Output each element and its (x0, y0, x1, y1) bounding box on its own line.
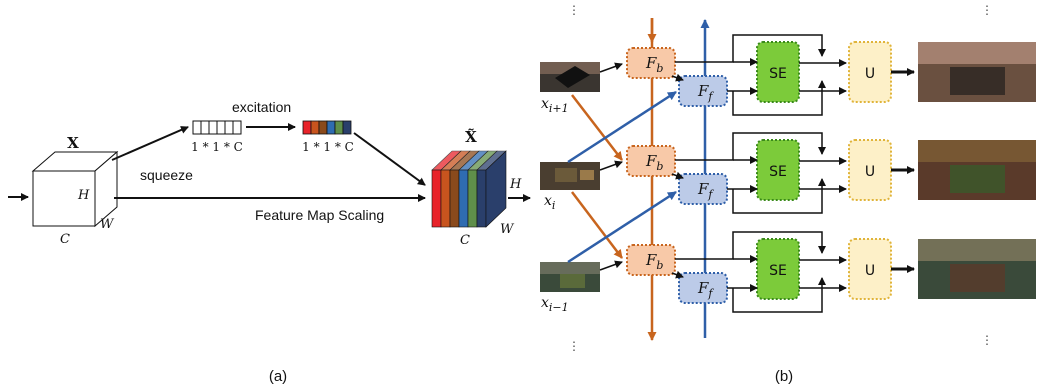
frame-i-plus-1 (540, 62, 600, 92)
squeeze-arrow (111, 126, 189, 161)
svg-text:⋮: ⋮ (568, 339, 580, 353)
u-node (848, 238, 892, 300)
u-node (848, 41, 892, 103)
se-node (756, 41, 800, 103)
scaling-label: Feature Map Scaling (255, 207, 384, 223)
excitation-label: excitation (232, 99, 291, 115)
output-channel (431, 169, 442, 228)
excitation-channel (302, 120, 312, 135)
ff-node (678, 272, 728, 304)
se-node (756, 238, 800, 300)
continuation-dots: ⋮ ⋮ ⋮ ⋮ (568, 3, 993, 353)
output-dim-c: C (460, 233, 470, 248)
u-node-label: U (865, 164, 875, 180)
ff-node (678, 75, 728, 107)
output-channel (449, 169, 460, 228)
u-node (848, 139, 892, 201)
frame-label-i-plus-1: xi+1 (541, 96, 569, 115)
se-node-label: SE (769, 263, 787, 279)
squeeze-vector (192, 120, 242, 135)
output-dim-w: W (500, 222, 515, 237)
input-dim-c: C (60, 232, 70, 247)
u-node-label: U (865, 66, 875, 82)
squeeze-vector-label: 1 * 1 * C (191, 140, 243, 154)
se-node (756, 139, 800, 201)
output-channel (467, 169, 478, 228)
frame-i-minus-1 (540, 262, 600, 292)
output-channel (476, 169, 487, 228)
output-label: X̃ (465, 128, 477, 146)
frame-to-fb-1 (599, 62, 623, 73)
frame-to-fb-2 (599, 160, 623, 171)
output-channel (458, 169, 469, 228)
input-dim-w: W (100, 217, 115, 232)
output-channel-side (485, 150, 507, 228)
panel-b: ⋮ ⋮ ⋮ ⋮ xi+1 xi xi−1 (540, 3, 1036, 385)
excitation-channel (310, 120, 320, 135)
backward-link-2 (571, 191, 623, 259)
excitation-vector-label: 1 * 1 * C (302, 140, 354, 154)
backward-link-1 (571, 94, 623, 161)
frame-label-i: xi (544, 193, 555, 212)
excitation-channel (326, 120, 336, 135)
ff-node (678, 173, 728, 205)
se-node-label: SE (769, 66, 787, 82)
excitation-vector (302, 120, 352, 135)
input-cube (31, 150, 119, 228)
fb-node (626, 244, 676, 276)
excitation-channel (318, 120, 328, 135)
output-cube (431, 150, 507, 228)
frame-i (540, 162, 600, 190)
caption-b: (b) (775, 368, 793, 385)
forward-link-1 (567, 90, 677, 164)
input-dim-h: H (77, 188, 90, 203)
squeeze-label: squeeze (140, 167, 193, 183)
svg-text:⋮: ⋮ (568, 3, 580, 17)
svg-text:⋮: ⋮ (981, 333, 993, 347)
panel-a: X H W C squeeze 1 * 1 * C excitation 1 *… (8, 99, 531, 385)
output-dim-h: H (509, 177, 522, 192)
excitation-channel (342, 120, 352, 135)
forward-link-2 (567, 190, 677, 264)
fb-node (626, 145, 676, 177)
fb-node (626, 47, 676, 79)
u-node-label: U (865, 263, 875, 279)
caption-a: (a) (269, 368, 287, 385)
output-channel (440, 169, 451, 228)
scale-arrow (353, 132, 426, 186)
se-node-label: SE (769, 164, 787, 180)
frame-to-fb-3 (599, 260, 623, 271)
svg-text:⋮: ⋮ (981, 3, 993, 17)
input-label: X (67, 134, 79, 152)
excitation-channel (334, 120, 344, 135)
frame-label-i-minus-1: xi−1 (541, 295, 569, 314)
